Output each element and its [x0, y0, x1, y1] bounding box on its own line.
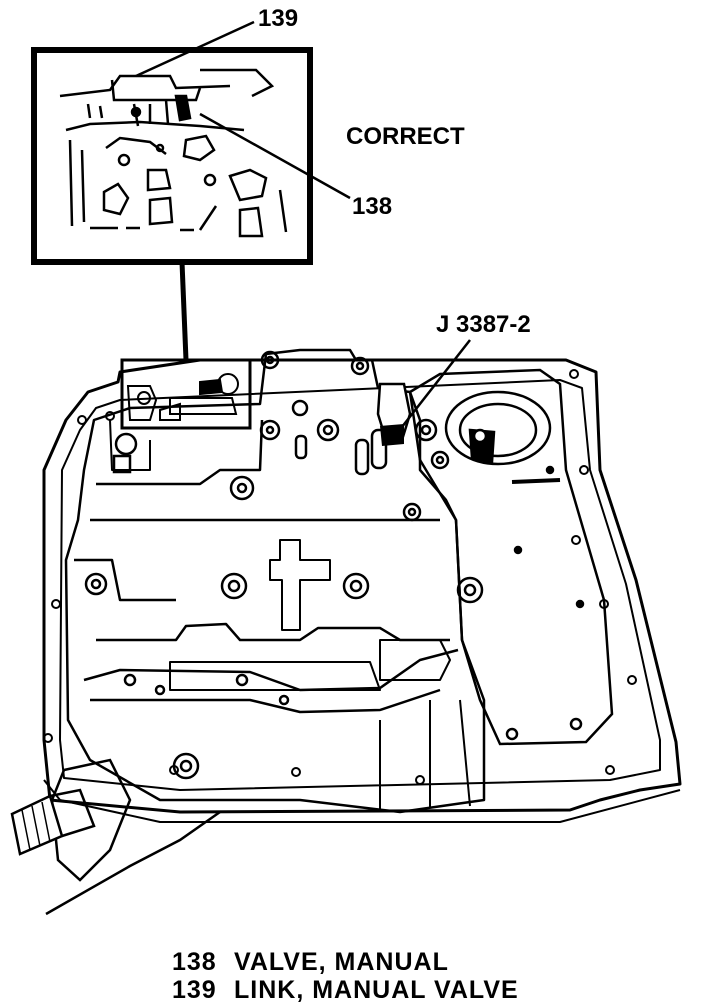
valve-body-bosses [84, 350, 484, 780]
legend-description: VALVE, MANUAL [234, 948, 449, 976]
inset-caption-correct: CORRECT [346, 123, 465, 150]
leader-lines [135, 20, 471, 433]
inset-detail [59, 68, 288, 238]
legend-number: 138 [172, 948, 217, 976]
valve-body-slots [112, 428, 388, 476]
legend-number: 139 [172, 976, 217, 1004]
inset-connector [179, 261, 189, 361]
callout-138: 138 [352, 193, 392, 220]
valve-body [64, 348, 486, 814]
manual-valve-area [120, 358, 252, 430]
legend-item-139: 139 LINK, MANUAL VALVE [172, 976, 519, 1005]
accumulator-cover [408, 368, 614, 746]
callout-139: 139 [258, 5, 298, 32]
correct-inset [31, 47, 313, 265]
legend-item-138: 138 VALVE, MANUAL [172, 948, 449, 977]
speedometer-fitting [10, 758, 221, 916]
legend-description: LINK, MANUAL VALVE [234, 976, 519, 1004]
callout-tool-j-3387-2: J 3387-2 [436, 311, 531, 338]
tool-j-3387-2 [376, 382, 412, 446]
pan-bolt-holes [43, 369, 637, 785]
